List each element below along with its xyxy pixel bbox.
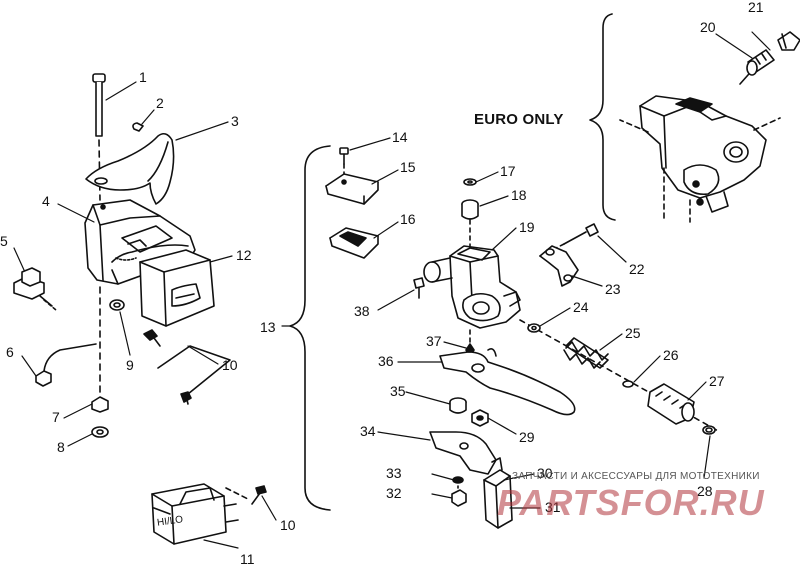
watermark-caption: ЗАПЧАСТИ И АКСЕССУАРЫ ДЛЯ МОТОТЕХНИКИ: [512, 471, 760, 482]
part-2-clip: [132, 122, 144, 132]
part-17-washer: [463, 178, 477, 186]
callout-15: 15: [400, 159, 416, 175]
part-16-diaphragm: [329, 227, 379, 259]
callout-5: 5: [0, 233, 8, 249]
callout-1: 1: [139, 69, 147, 85]
callout-18: 18: [511, 187, 527, 203]
part-25-spring: [563, 337, 609, 369]
part-14-screw: [339, 147, 349, 183]
part-12-switch-cover: [139, 249, 215, 327]
euro-only-label: EURO ONLY: [474, 111, 564, 128]
callout-6: 6: [6, 344, 14, 360]
part-7-nut: [91, 286, 109, 413]
callout-19: 19: [519, 219, 535, 235]
part-35-bushing: [449, 397, 467, 414]
part-31-brake-switch: [483, 457, 513, 529]
part-27-piston: [647, 383, 695, 425]
callout-27: 27: [709, 373, 725, 389]
part-10-screw-lower: [251, 485, 267, 505]
callout-9: 9: [126, 357, 134, 373]
callout-12: 12: [236, 247, 252, 263]
callout-36: 36: [378, 353, 394, 369]
callout-23: 23: [605, 281, 621, 297]
part-19-master-cylinder: [423, 245, 521, 329]
part-20-fitting: [746, 49, 775, 76]
part-6-nut: [35, 343, 97, 387]
callout-14: 14: [392, 129, 408, 145]
part-15-cap: [325, 173, 379, 205]
callout-32: 32: [386, 485, 402, 501]
assembly-13-bracket: [289, 145, 331, 511]
callout-31: 31: [545, 499, 561, 515]
callout-21: 21: [748, 0, 764, 15]
part-18-bushing: [461, 199, 479, 249]
watermark-logo: PARTSFOR.RU: [497, 482, 765, 523]
callout-22: 22: [629, 261, 645, 277]
callout-26: 26: [663, 347, 679, 363]
callout-37: 37: [426, 333, 442, 349]
part-29-nut: [471, 409, 489, 427]
part-24-washer: [527, 323, 541, 333]
callout-3: 3: [231, 113, 239, 129]
callout-30: 30: [537, 465, 553, 481]
part-10-screws-upper: [143, 329, 231, 405]
callout-10-lower: 10: [280, 517, 296, 533]
part-22-screw: [539, 223, 599, 257]
part-23-clamp: [539, 245, 579, 287]
euro-cylinder-body: [619, 65, 781, 223]
part-21-cap: [777, 31, 800, 51]
callout-33: 33: [386, 465, 402, 481]
part-36-brake-lever: [439, 348, 576, 416]
callout-29: 29: [519, 429, 535, 445]
callout-2: 2: [156, 95, 164, 111]
callout-35: 35: [390, 383, 406, 399]
part-28-oring: [702, 425, 716, 435]
callout-28: 28: [697, 483, 713, 499]
callout-8: 8: [57, 439, 65, 455]
part-11-hilo-switch: [151, 483, 251, 545]
part-26-washer: [622, 380, 634, 388]
leader-lines: [13, 31, 771, 549]
euro-only-bracket: [589, 13, 616, 221]
callout-10-upper: 10: [222, 357, 238, 373]
part-38-screw: [413, 277, 425, 299]
callout-38: 38: [354, 303, 370, 319]
part-1-bolt: [92, 73, 106, 201]
callout-7: 7: [52, 409, 60, 425]
callout-17: 17: [500, 163, 516, 179]
part-9-ring: [109, 299, 125, 311]
callout-24: 24: [573, 299, 589, 315]
callout-11: 11: [240, 551, 255, 566]
part-3-lever: [85, 132, 175, 205]
callout-4: 4: [42, 193, 50, 209]
part-34-bracket: [429, 431, 497, 475]
part-32-screw: [451, 485, 467, 507]
callout-16: 16: [400, 211, 416, 227]
callout-13: 13: [260, 319, 276, 335]
callout-34: 34: [360, 423, 376, 439]
callout-20: 20: [700, 19, 716, 35]
part-8-washer: [91, 426, 109, 438]
part-5-knob: [13, 267, 57, 311]
callout-25: 25: [625, 325, 641, 341]
